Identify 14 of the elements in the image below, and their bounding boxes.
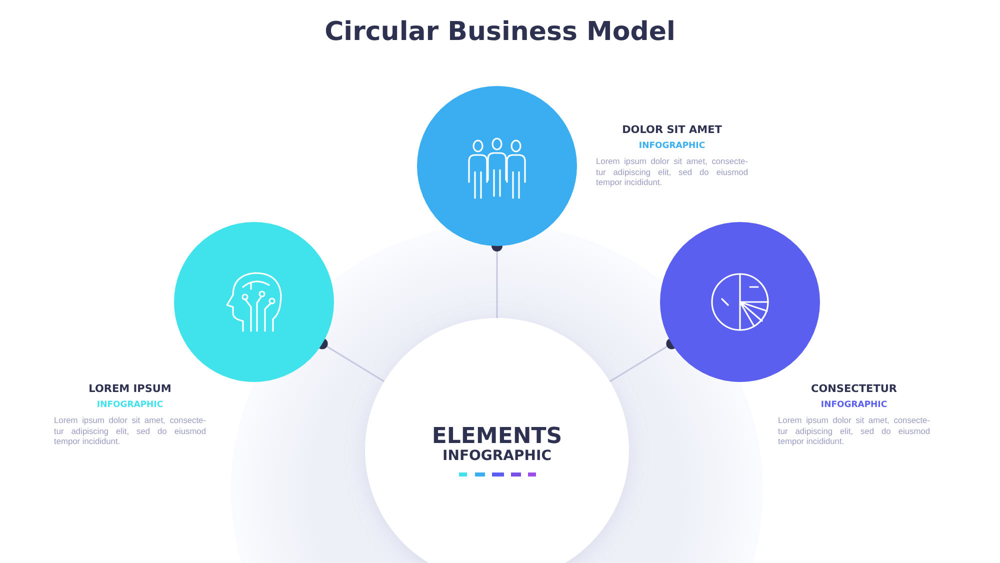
item-heading: CONSECTETUR [810, 383, 898, 395]
item-description: Lorem ipsum dolor sit amet, consecte- tur adipiscing elit, sed do eiusmod tempor incididunt. [596, 156, 748, 188]
item-heading: DOLOR SIT AMET [621, 124, 723, 136]
item-heading: LOREM IPSUM [88, 383, 172, 395]
heading: ELEMENTS [430, 424, 564, 449]
subheading: INFOGRAPHIC [442, 448, 552, 464]
title: Circular Business Model [324, 17, 676, 47]
item-subheading: INFOGRAPHIC [820, 400, 888, 410]
item-subheading: INFOGRAPHIC [96, 400, 164, 410]
item-description: Lorem ipsum dolor sit amet, consecte- tur adipiscing elit, sed do eiusmod tempor incididunt. [54, 415, 206, 446]
item-subheading: INFOGRAPHIC [638, 141, 706, 151]
item-description: Lorem ipsum dolor sit amet, consecte- tur adipiscing elit, sed do eiusmod tempor incididunt. [778, 415, 930, 446]
connector-line [609, 338, 678, 382]
connector-line [316, 338, 385, 382]
